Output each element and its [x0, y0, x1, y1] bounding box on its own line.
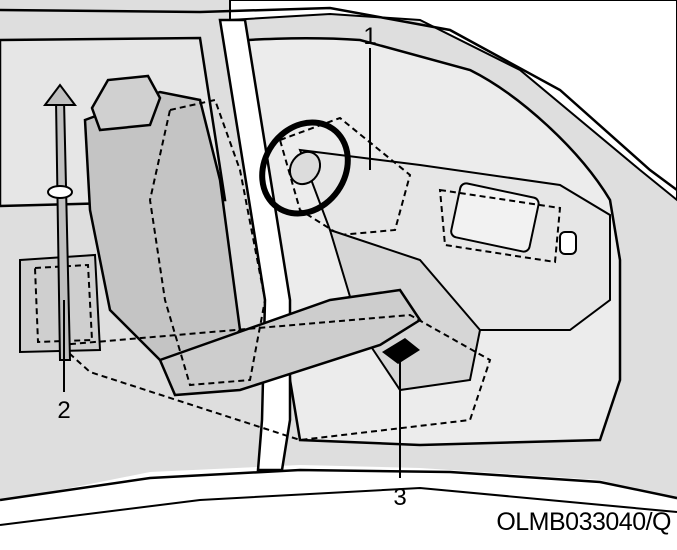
figure-code: OLMB033040/Q — [496, 508, 671, 536]
steering-hub — [288, 150, 322, 186]
steering-wheel — [259, 119, 351, 217]
sill-line — [0, 468, 677, 502]
glove-box — [450, 182, 540, 253]
seatbelt-buckle — [47, 185, 73, 199]
callout-3: 3 — [393, 484, 406, 511]
roof-line — [0, 6, 677, 192]
front-seat-cushion — [158, 288, 422, 397]
callout-2: 2 — [57, 397, 70, 424]
air-vent — [559, 231, 577, 255]
floor-sensor-outline — [57, 313, 492, 442]
driver-airbag-outline — [278, 116, 412, 237]
seatbelt-anchor-arrow — [43, 83, 77, 106]
windshield-area — [229, 0, 677, 202]
seatbelt-pretensioner-outline — [33, 263, 94, 344]
headrest — [90, 74, 162, 132]
callout-1: 1 — [363, 23, 376, 50]
side-airbag-outline — [148, 98, 267, 387]
occupant-sensor-marker — [382, 338, 420, 364]
passenger-airbag-outline — [438, 188, 562, 264]
rocker-line — [0, 486, 677, 526]
